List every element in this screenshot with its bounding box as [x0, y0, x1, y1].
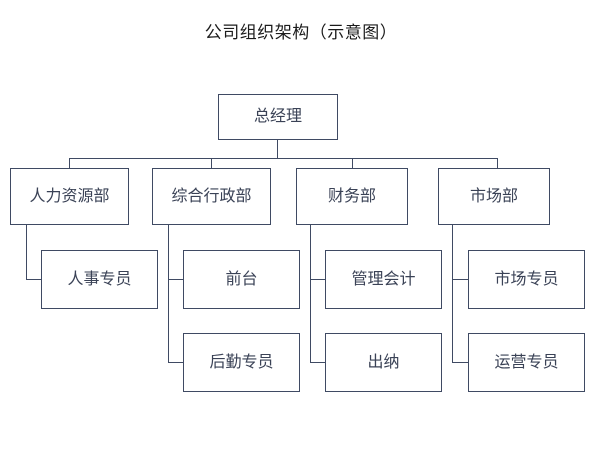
node-management-accountant[interactable]: 管理会计: [325, 250, 442, 309]
node-finance-label: 财务部: [327, 187, 376, 205]
node-cashier-label: 出纳: [367, 353, 400, 371]
page-title: 公司组织架构（示意图）: [204, 23, 398, 42]
node-logistics-specialist-label: 后勤专员: [209, 353, 274, 371]
node-operations-specialist[interactable]: 运营专员: [468, 333, 585, 392]
connector-root-stem: [277, 140, 278, 159]
node-front-desk[interactable]: 前台: [183, 250, 300, 309]
connector-department-bus: [69, 158, 498, 159]
node-operations-specialist-label: 运营专员: [494, 353, 559, 371]
connector-drop-marketing: [497, 158, 498, 168]
connector-spine-admin: [168, 225, 169, 363]
connector-elbow-hr-specialist: [26, 279, 42, 280]
node-admin[interactable]: 综合行政部: [152, 168, 271, 225]
connector-elbow-front-desk: [168, 279, 184, 280]
connector-spine-hr: [26, 225, 27, 279]
node-marketing-specialist[interactable]: 市场专员: [468, 250, 585, 309]
connector-elbow-cashier: [310, 362, 326, 363]
node-marketing[interactable]: 市场部: [438, 168, 550, 225]
connector-drop-admin: [211, 158, 212, 168]
connector-elbow-operations-specialist: [452, 362, 469, 363]
connector-spine-marketing: [452, 225, 453, 363]
node-marketing-specialist-label: 市场专员: [494, 270, 559, 288]
node-hr-label: 人力资源部: [29, 187, 110, 205]
node-finance[interactable]: 财务部: [296, 168, 408, 225]
node-hr-specialist[interactable]: 人事专员: [41, 250, 158, 309]
node-front-desk-label: 前台: [225, 270, 258, 288]
node-cashier[interactable]: 出纳: [325, 333, 442, 392]
node-management-accountant-label: 管理会计: [351, 270, 416, 288]
connector-drop-finance: [352, 158, 353, 168]
connector-elbow-logistics-specialist: [168, 362, 184, 363]
connector-drop-hr: [69, 158, 70, 168]
node-ceo-label: 总经理: [253, 108, 302, 126]
node-logistics-specialist[interactable]: 后勤专员: [183, 333, 300, 392]
connector-spine-finance: [310, 225, 311, 363]
node-marketing-label: 市场部: [469, 187, 518, 205]
node-hr-specialist-label: 人事专员: [67, 270, 132, 288]
node-ceo[interactable]: 总经理: [218, 94, 338, 140]
node-admin-label: 综合行政部: [171, 187, 252, 205]
connector-elbow-management-accountant: [310, 279, 326, 280]
connector-elbow-marketing-specialist: [452, 279, 469, 280]
node-hr[interactable]: 人力资源部: [10, 168, 129, 225]
